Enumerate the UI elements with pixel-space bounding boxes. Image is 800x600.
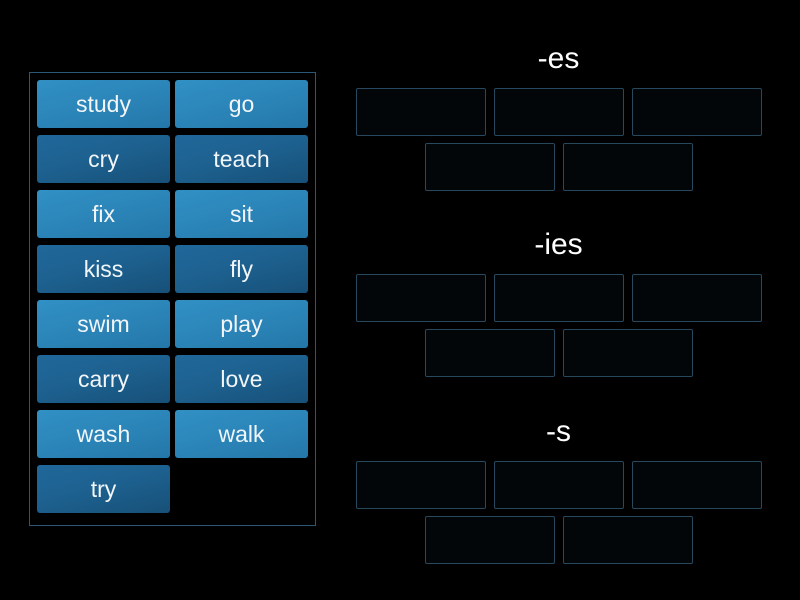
word-tile-cry[interactable]: cry: [37, 135, 170, 183]
word-tile-walk[interactable]: walk: [175, 410, 308, 458]
drop-slot-ies-2[interactable]: [493, 274, 624, 322]
drop-slot-s-2[interactable]: [493, 461, 624, 509]
drop-slot-ies-4[interactable]: [424, 329, 555, 377]
drop-slot-ies-1[interactable]: [355, 274, 486, 322]
drop-slot-es-3[interactable]: [631, 88, 762, 136]
word-tile-fix[interactable]: fix: [37, 190, 170, 238]
group-ies-slot-row-1: [355, 274, 762, 322]
word-tile-sit[interactable]: sit: [175, 190, 308, 238]
group-ies-slot-row-2: [355, 329, 762, 377]
drop-slot-es-4[interactable]: [424, 143, 555, 191]
word-tile-carry[interactable]: carry: [37, 355, 170, 403]
drop-slot-s-4[interactable]: [424, 516, 555, 564]
word-tile-wash[interactable]: wash: [37, 410, 170, 458]
drop-slot-s-1[interactable]: [355, 461, 486, 509]
word-tile-study[interactable]: study: [37, 80, 170, 128]
drop-slot-ies-5[interactable]: [562, 329, 693, 377]
drop-slot-es-2[interactable]: [493, 88, 624, 136]
group-ies: -ies: [355, 228, 762, 377]
group-es-label: -es: [537, 42, 580, 75]
word-tile-love[interactable]: love: [175, 355, 308, 403]
word-tile-swim[interactable]: swim: [37, 300, 170, 348]
word-tile-go[interactable]: go: [175, 80, 308, 128]
word-tile-teach[interactable]: teach: [175, 135, 308, 183]
word-tile-kiss[interactable]: kiss: [37, 245, 170, 293]
group-es-slot-row-2: [355, 143, 762, 191]
drop-slot-es-5[interactable]: [562, 143, 693, 191]
group-es-slot-row-1: [355, 88, 762, 136]
word-bank: study go cry teach fix sit kiss fly swim…: [29, 72, 316, 526]
drop-slot-es-1[interactable]: [355, 88, 486, 136]
group-s-label: -s: [546, 415, 571, 448]
group-s-slot-row-1: [355, 461, 762, 509]
drop-slot-s-3[interactable]: [631, 461, 762, 509]
word-tile-try[interactable]: try: [37, 465, 170, 513]
word-tile-fly[interactable]: fly: [175, 245, 308, 293]
drop-slot-s-5[interactable]: [562, 516, 693, 564]
group-ies-label: -ies: [534, 228, 583, 261]
drop-slot-ies-3[interactable]: [631, 274, 762, 322]
group-es: -es: [355, 42, 762, 191]
word-tile-play[interactable]: play: [175, 300, 308, 348]
group-s: -s: [355, 415, 762, 564]
group-s-slot-row-2: [355, 516, 762, 564]
